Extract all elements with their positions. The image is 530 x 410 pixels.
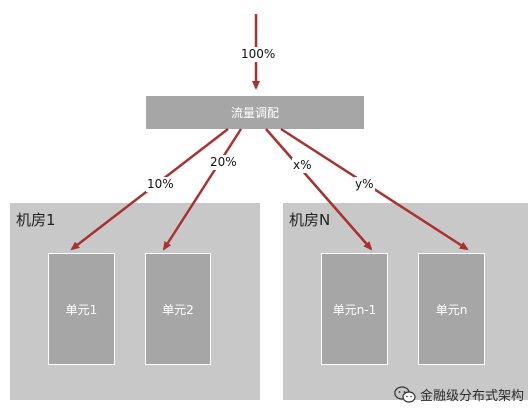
unit-1-box: 单元1 — [48, 253, 115, 365]
flow-label-unit-1: 10% — [146, 177, 175, 192]
unit-n-minus-1-box: 单元n-1 — [321, 253, 388, 365]
room-1-title: 机房1 — [16, 211, 56, 229]
flow-label-unit-n: y% — [354, 177, 375, 192]
room-n: 机房N — [283, 203, 528, 400]
unit-2-box: 单元2 — [145, 253, 211, 365]
unit-n-minus-1-label: 单元n-1 — [332, 302, 377, 317]
flow-label-unit-2: 20% — [209, 155, 238, 170]
watermark-text: 金融级分布式架构 — [419, 389, 524, 404]
flow-label-incoming: 100% — [240, 47, 277, 62]
flow-label-unit-n-minus-1: x% — [292, 158, 313, 173]
wechat-icon — [394, 385, 416, 403]
traffic-dispatch-box: 流量调配 — [146, 96, 364, 129]
unit-1-label: 单元1 — [65, 302, 98, 317]
unit-2-label: 单元2 — [162, 302, 194, 317]
unit-n-label: 单元n — [435, 302, 468, 317]
unit-n-box: 单元n — [418, 253, 485, 365]
room-n-title: 机房N — [289, 211, 331, 229]
traffic-dispatch-label: 流量调配 — [230, 106, 279, 120]
watermark: 金融级分布式架构 — [394, 385, 524, 404]
